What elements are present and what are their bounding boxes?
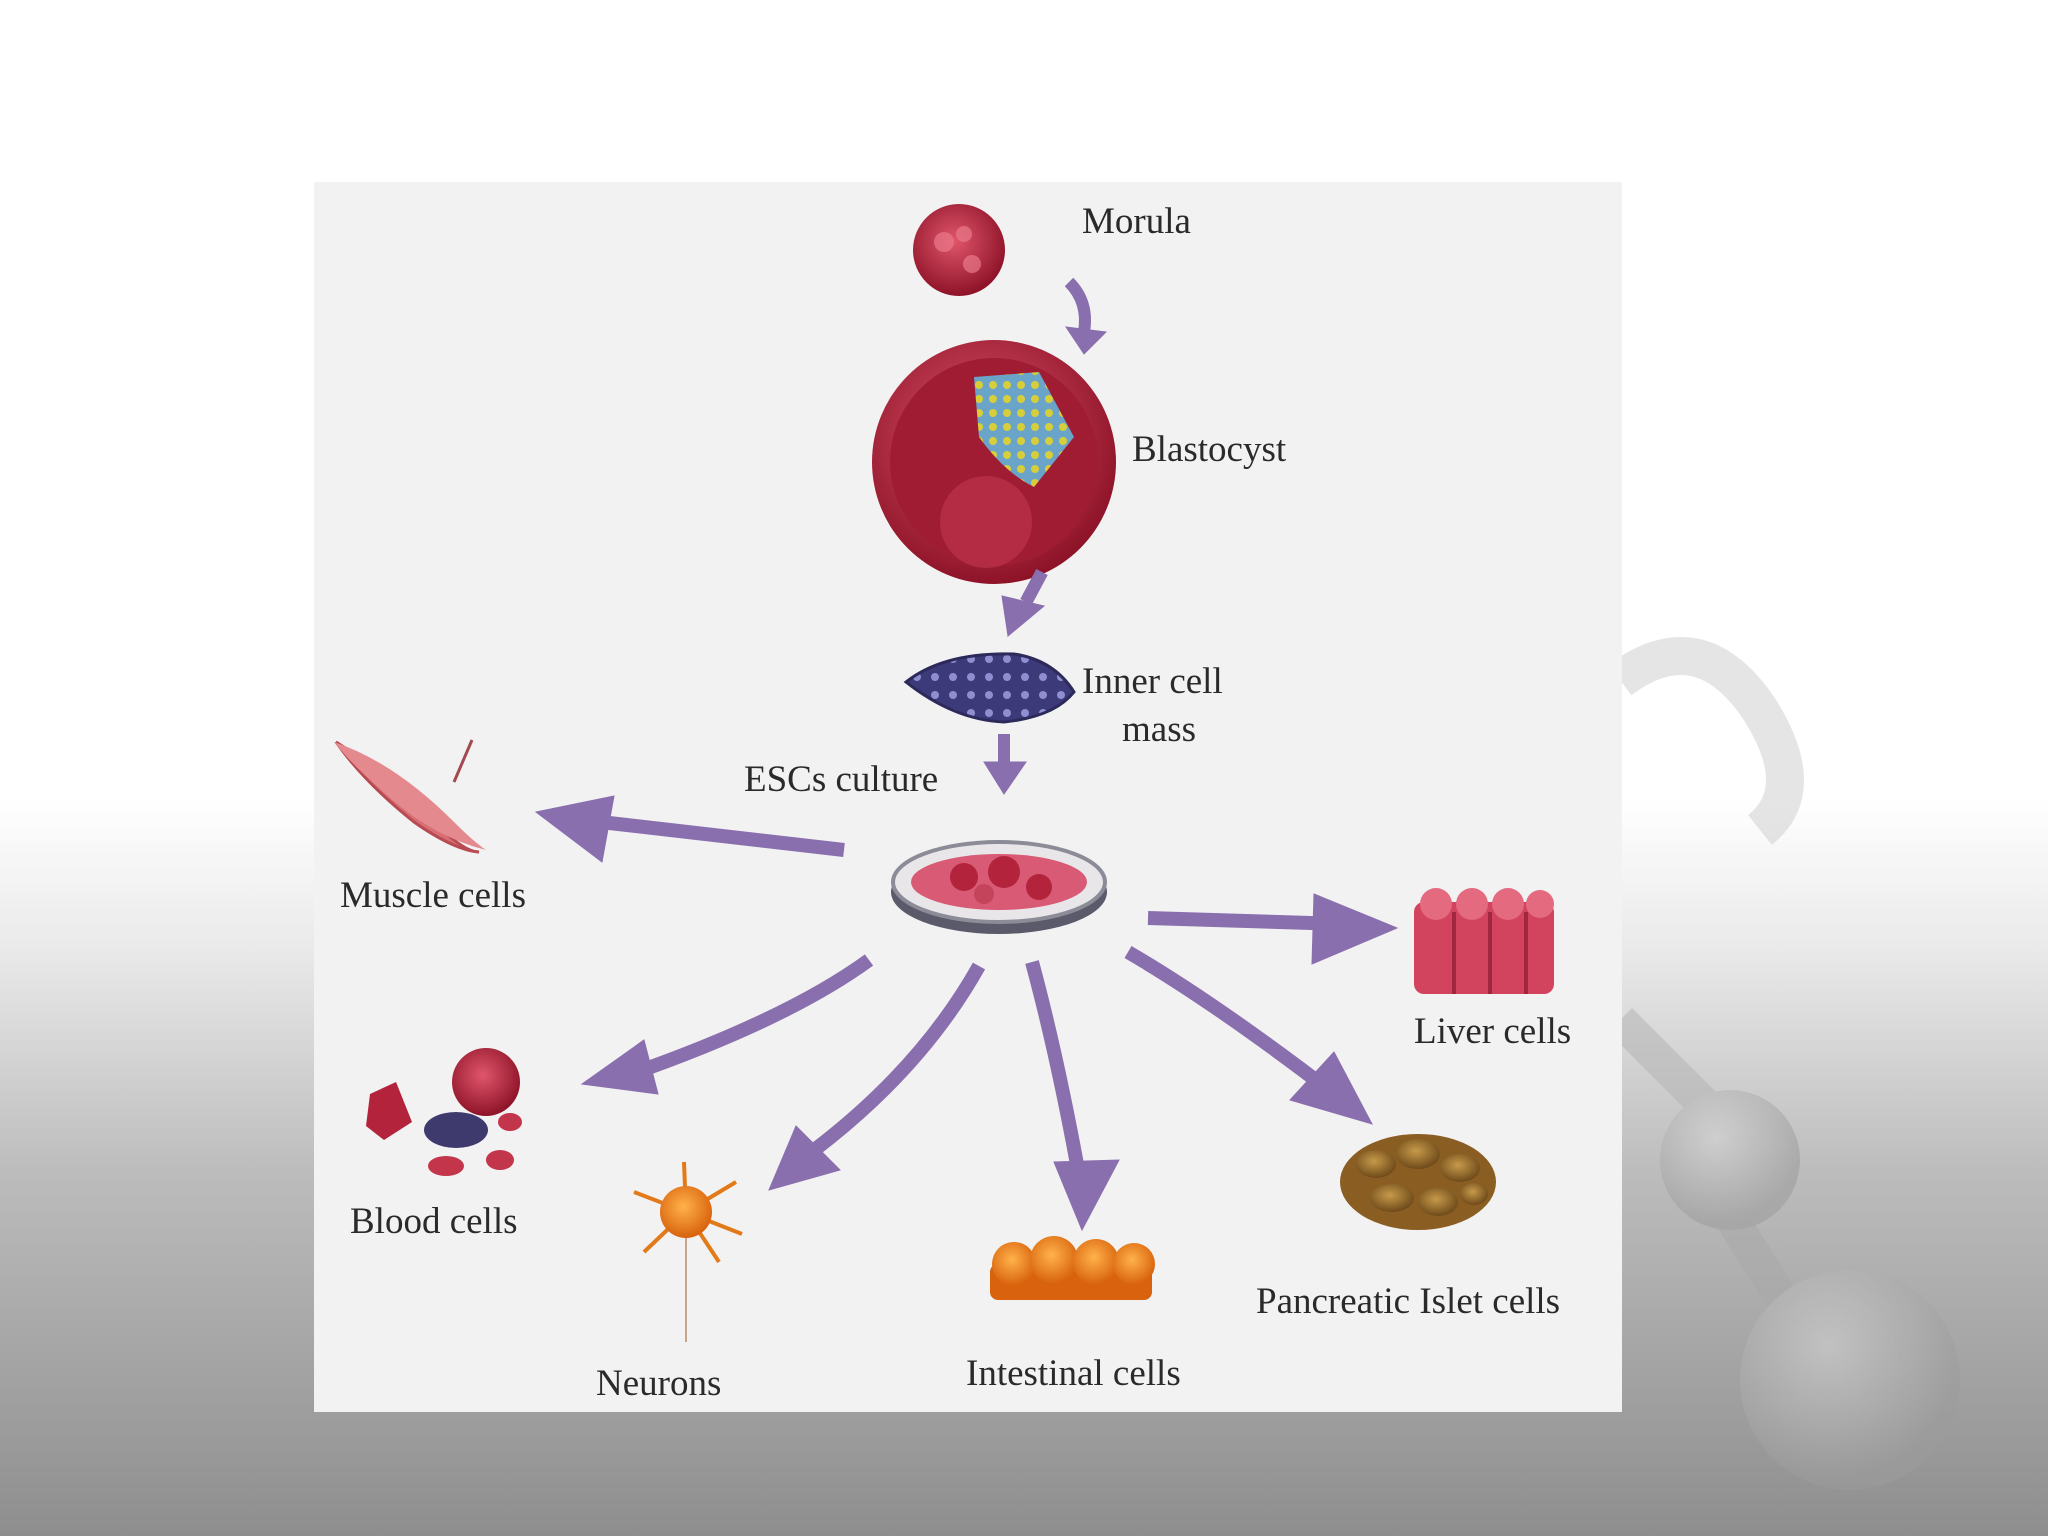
arrow-morula-to-blastocyst	[1064, 277, 1108, 355]
label-pancreatic-islet-cells: Pancreatic Islet cells	[1256, 1281, 1561, 1322]
differentiation-arrows	[534, 795, 1399, 1232]
diagram-drawing	[334, 204, 1554, 1342]
background-molecule-decoration	[1607, 637, 1960, 1490]
muscle-cell	[334, 739, 486, 854]
blastocyst-cell	[872, 340, 1116, 584]
label-muscle-cells: Muscle cells	[340, 875, 526, 916]
label-inner-cell-mass-line2: mass	[1122, 709, 1196, 750]
blood-cells	[366, 1048, 522, 1176]
stem-cell-differentiation-figure: Morula Blastocyst Inner cell mass ESCs c…	[314, 182, 1622, 1412]
neuron-cell	[633, 1161, 743, 1342]
intestinal-cells	[990, 1236, 1155, 1300]
petri-dish-culture	[891, 840, 1107, 934]
morula-cell	[913, 204, 1005, 296]
inner-cell-mass-shape	[903, 652, 1076, 724]
arrow-blastocyst-to-inner-cell-mass	[1001, 568, 1048, 637]
label-blood-cells: Blood cells	[350, 1201, 518, 1242]
label-liver-cells: Liver cells	[1414, 1011, 1572, 1052]
label-inner-cell-mass-line1: Inner cell	[1082, 661, 1223, 702]
liver-cells	[1414, 888, 1554, 994]
arrow-inner-cell-mass-to-culture	[983, 734, 1027, 795]
label-escs-culture: ESCs culture	[744, 759, 939, 800]
label-blastocyst: Blastocyst	[1132, 429, 1287, 470]
label-neurons: Neurons	[596, 1363, 722, 1404]
label-intestinal-cells: Intestinal cells	[966, 1353, 1181, 1394]
label-morula: Morula	[1082, 201, 1191, 242]
pancreatic-islet-cells	[1340, 1134, 1496, 1230]
